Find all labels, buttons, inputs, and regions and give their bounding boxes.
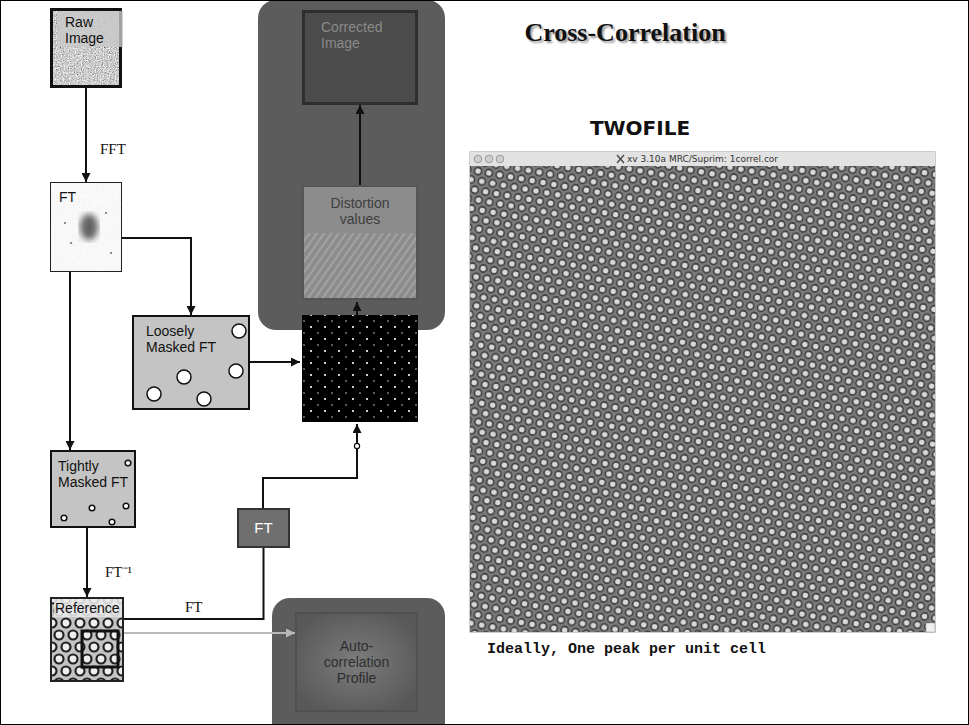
mask-circle <box>232 324 246 338</box>
distortion-texture <box>304 233 416 298</box>
flow-arrow <box>124 548 264 619</box>
flow-arrow <box>359 105 361 185</box>
slide-title: Cross-Correlation <box>470 18 780 48</box>
mask-circle <box>197 392 211 406</box>
mask-circle <box>229 364 243 378</box>
box-label: FT <box>59 183 99 205</box>
edge-label: FT <box>183 599 205 616</box>
screenshot-window <box>470 152 935 632</box>
box-label: Loosely Masked FT <box>146 317 232 355</box>
image-box: Corrected Image <box>302 10 418 105</box>
noise-texture <box>51 183 121 271</box>
mask-circle <box>89 505 95 511</box>
box-label: Distortion values <box>317 187 403 227</box>
window-button <box>474 155 482 163</box>
window-button <box>496 155 504 163</box>
window-titlebar <box>470 152 935 166</box>
highlight-panel <box>272 598 445 725</box>
window-button <box>485 155 493 163</box>
ft-ground <box>51 183 121 271</box>
note-text: Ideally, One peak per unit cell <box>487 640 907 660</box>
flow-line <box>263 449 357 508</box>
program-name: TWOFILE <box>490 116 790 140</box>
process-box: Loosely Masked FT <box>132 315 250 410</box>
mask-circle <box>109 519 115 525</box>
ft-spot <box>105 212 107 214</box>
edge-label: FT⁻¹ <box>103 561 134 581</box>
flow-arrow <box>124 632 295 634</box>
ft-spot <box>70 242 72 244</box>
box-label: Reference <box>54 599 122 617</box>
flow-arrow <box>122 238 191 315</box>
image-box: Distortion values <box>302 185 418 300</box>
mask-circle <box>123 503 129 509</box>
flow-arrow <box>69 272 71 450</box>
resize-grip <box>926 623 935 632</box>
flow-line <box>356 424 358 443</box>
process-box: FT <box>237 508 290 548</box>
window-title: xv 3.10a MRC/Suprim: 1correl.cor <box>470 152 935 166</box>
image-box: FT <box>50 182 122 272</box>
image-box: Raw Image <box>50 8 122 88</box>
box-label: Raw Image <box>57 11 123 47</box>
process-box: Tightly Masked FT <box>50 450 136 528</box>
ft-center-blob <box>80 214 98 240</box>
unit-cell-square <box>82 631 118 667</box>
box-label: FT <box>241 510 286 536</box>
diffraction-image <box>302 315 418 422</box>
lattice-texture <box>52 599 122 680</box>
flow-line <box>250 361 300 363</box>
junction-dot <box>354 443 359 448</box>
image-box: Auto- correlation Profile <box>295 612 418 712</box>
flow-arrow <box>85 88 87 182</box>
box-label: Tightly Masked FT <box>58 452 130 490</box>
correlation-map <box>470 166 935 632</box>
flow-arrow <box>86 528 88 597</box>
flow-line <box>356 302 358 315</box>
image-box: Reference <box>50 597 124 682</box>
x-icon <box>617 155 624 163</box>
mask-circle <box>61 515 67 521</box>
edge-label: FFT <box>98 141 128 158</box>
box-label: Auto- correlation Profile <box>312 614 402 686</box>
mask-circle <box>147 387 161 401</box>
box-label: Corrected Image <box>321 13 401 51</box>
mask-circle <box>177 370 191 384</box>
ft-spot <box>64 222 66 224</box>
ft-spot <box>110 252 112 254</box>
profile-texture <box>297 614 416 710</box>
mask-circle <box>125 460 131 466</box>
